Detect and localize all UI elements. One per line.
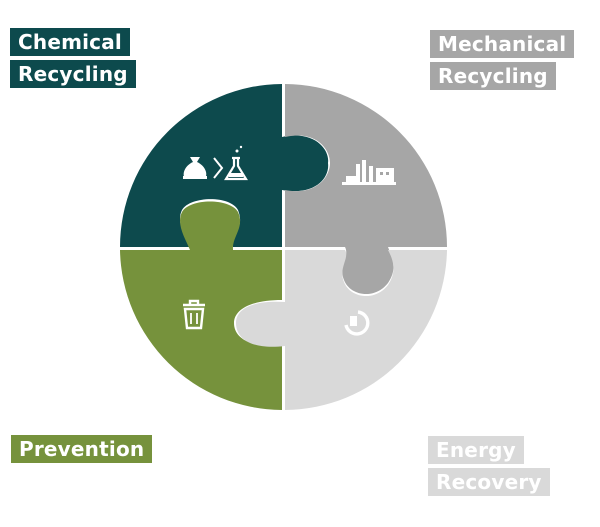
chemical-label-line-1: Chemical [10, 28, 130, 56]
trash-bin-icon [183, 299, 205, 330]
puzzle-piece-chemical-recycling [120, 84, 329, 247]
mechanical-recycling-label: Mechanical Recycling [430, 30, 575, 94]
mechanical-label-line-1: Mechanical [430, 30, 575, 58]
energy-label-line-1: Energy [428, 436, 524, 464]
bag-icon [183, 157, 207, 179]
factory-icon [342, 160, 396, 185]
energy-label-line-2: Recovery [428, 468, 550, 496]
energy-recovery-label: Energy Recovery [428, 436, 550, 500]
mechanical-label-line-2: Recycling [430, 62, 556, 90]
prevention-label: Prevention [11, 435, 153, 467]
chevron-right-icon [213, 157, 224, 179]
recovery-cycle-icon [344, 310, 370, 336]
puzzle-piece-mechanical-recycling [285, 84, 448, 295]
flask-icon [224, 145, 248, 181]
prevention-label-line-1: Prevention [11, 435, 153, 463]
chemical-recycling-label: Chemical Recycling [10, 28, 136, 92]
chemical-label-line-2: Recycling [10, 60, 136, 88]
puzzle-piece-energy-recovery [236, 250, 447, 410]
